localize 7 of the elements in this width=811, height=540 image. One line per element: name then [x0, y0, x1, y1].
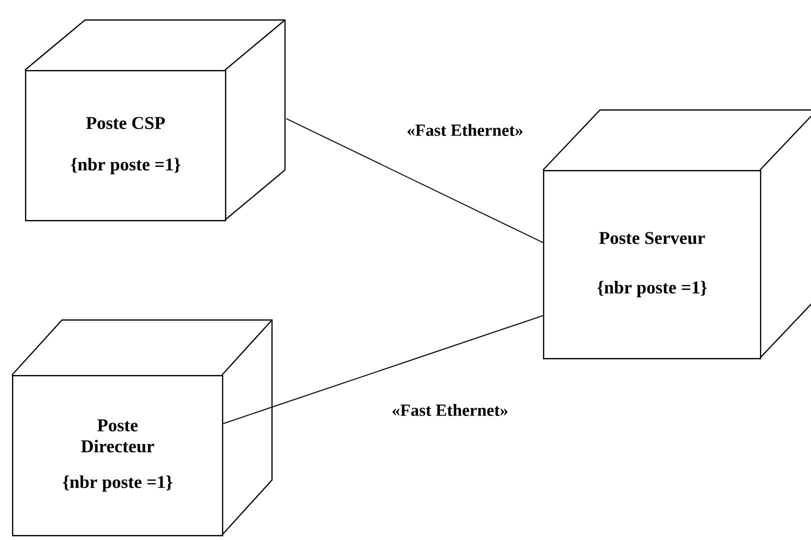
node-cube: Poste Serveur {nbr poste =1} — [542, 109, 811, 360]
edge-label: «Fast Ethernet» — [390, 403, 510, 417]
node-cube: Poste Directeur {nbr poste =1} — [12, 319, 273, 536]
connector-line — [222, 315, 544, 424]
connector-line — [286, 118, 544, 244]
node-cube: Poste CSP {nbr poste =1} — [24, 19, 286, 222]
edge-label: «Fast Ethernet» — [406, 123, 524, 137]
